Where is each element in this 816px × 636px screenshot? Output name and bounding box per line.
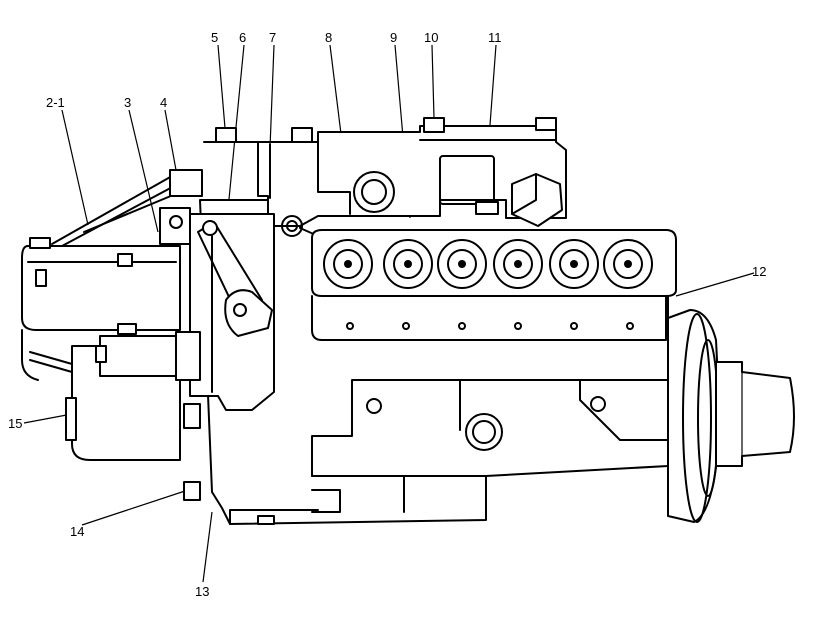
callout-3: 3 (124, 95, 131, 110)
callout-5: 5 (211, 30, 218, 45)
callout-4: 4 (160, 95, 167, 110)
top-housing (203, 117, 567, 227)
callout-12: 12 (752, 264, 766, 279)
port-holes (346, 322, 634, 330)
lower-bolts (183, 403, 201, 501)
callout-labels: 5 6 7 8 9 10 11 2-1 3 4 12 15 14 13 (8, 30, 766, 599)
drive-pulley (667, 309, 795, 523)
callout-8: 8 (325, 30, 332, 45)
linkage (51, 169, 203, 247)
valve-holders (323, 239, 653, 289)
callout-11: 11 (488, 30, 502, 45)
callout-7: 7 (269, 30, 276, 45)
delivery-valve-row (281, 215, 677, 341)
callout-6: 6 (239, 30, 246, 45)
callout-10: 10 (424, 30, 438, 45)
governor-housing (21, 237, 201, 461)
governor-lever (189, 213, 275, 411)
callout-14: 14 (70, 524, 84, 539)
callout-15: 15 (8, 416, 22, 431)
callout-9: 9 (390, 30, 397, 45)
callout-13: 13 (195, 584, 209, 599)
callout-2-1: 2-1 (46, 95, 65, 110)
